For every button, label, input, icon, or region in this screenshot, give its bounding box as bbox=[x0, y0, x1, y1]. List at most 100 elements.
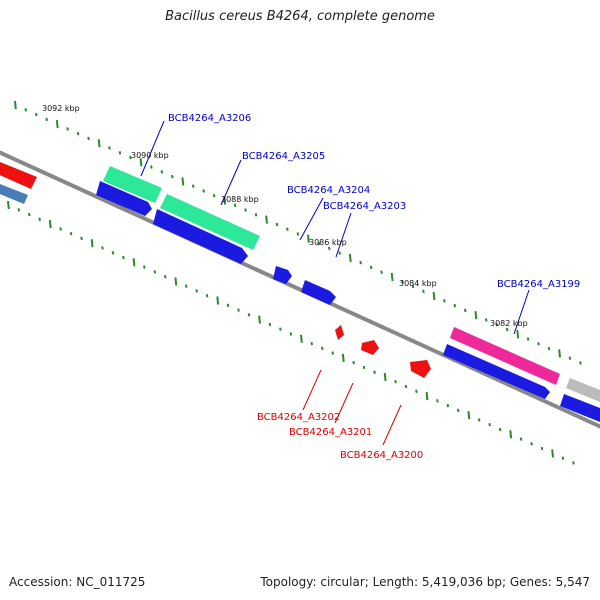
scale-label-3090: 3090 kbp bbox=[131, 151, 169, 160]
minor-tick bbox=[212, 194, 216, 198]
gene-a3200-shape[interactable] bbox=[410, 360, 431, 378]
gene-steel-partial[interactable] bbox=[0, 182, 28, 204]
minor-tick bbox=[568, 356, 572, 360]
minor-tick bbox=[331, 351, 334, 355]
minor-tick bbox=[111, 251, 115, 255]
minor-tick bbox=[237, 308, 240, 312]
major-tick bbox=[383, 372, 387, 382]
gene-a3201-shape[interactable] bbox=[361, 340, 379, 355]
major-tick bbox=[467, 411, 471, 420]
scale-label-3086: 3086 kbp bbox=[309, 238, 347, 247]
major-tick bbox=[307, 234, 310, 243]
gene-a3199-body[interactable] bbox=[450, 327, 560, 385]
label-a3203[interactable]: BCB4264_A3203 bbox=[323, 201, 406, 212]
gene-a3204-shape[interactable] bbox=[273, 266, 292, 284]
gene-blue-2[interactable] bbox=[153, 209, 248, 264]
minor-tick bbox=[160, 170, 164, 174]
major-tick bbox=[132, 258, 136, 267]
minor-tick bbox=[191, 184, 195, 188]
gene-a3206-body[interactable] bbox=[103, 166, 162, 203]
minor-tick bbox=[247, 313, 251, 317]
label-a3199[interactable]: BCB4264_A3199 bbox=[497, 279, 580, 290]
major-tick bbox=[55, 120, 59, 129]
major-tick bbox=[348, 253, 352, 262]
label-a3201[interactable]: BCB4264_A3201 bbox=[289, 427, 372, 438]
leader-lines bbox=[140, 120, 530, 446]
minor-tick bbox=[17, 208, 21, 212]
genome-summary: Topology: circular; Length: 5,419,036 bp… bbox=[260, 575, 590, 589]
major-tick bbox=[516, 330, 520, 339]
gene-a3205-body[interactable] bbox=[160, 194, 260, 250]
minor-tick bbox=[530, 442, 533, 446]
minor-tick bbox=[446, 403, 450, 408]
minor-tick bbox=[34, 112, 38, 117]
minor-tick bbox=[296, 232, 300, 236]
label-a3204[interactable]: BCB4264_A3204 bbox=[287, 185, 370, 196]
major-tick bbox=[265, 215, 268, 224]
minor-tick bbox=[488, 423, 491, 427]
minor-tick bbox=[150, 165, 153, 169]
minor-tick bbox=[80, 236, 83, 241]
minor-tick bbox=[310, 341, 314, 346]
minor-tick bbox=[118, 151, 122, 155]
minor-tick bbox=[69, 231, 73, 236]
minor-tick bbox=[122, 255, 125, 260]
minor-tick bbox=[129, 155, 132, 160]
minor-tick bbox=[87, 136, 90, 141]
minor-tick bbox=[244, 208, 247, 212]
minor-tick bbox=[286, 227, 289, 231]
minor-tick bbox=[394, 380, 397, 384]
label-a3205[interactable]: BCB4264_A3205 bbox=[242, 151, 325, 162]
minor-tick bbox=[38, 217, 41, 222]
major-tick bbox=[551, 449, 554, 458]
minor-tick bbox=[436, 399, 439, 403]
major-tick bbox=[181, 177, 185, 186]
minor-tick bbox=[195, 289, 198, 293]
major-tick bbox=[341, 353, 345, 362]
minor-tick bbox=[561, 456, 565, 460]
minor-tick bbox=[76, 131, 80, 136]
gene-blue-1[interactable] bbox=[96, 181, 152, 216]
major-tick bbox=[139, 158, 143, 167]
minor-tick bbox=[477, 418, 481, 422]
major-tick bbox=[390, 272, 394, 282]
minor-tick bbox=[579, 361, 582, 365]
gene-blue-right[interactable] bbox=[443, 344, 550, 399]
minor-tick bbox=[108, 146, 111, 150]
minor-tick bbox=[24, 108, 28, 112]
label-a3206[interactable]: BCB4264_A3206 bbox=[168, 113, 251, 124]
major-tick bbox=[509, 430, 513, 439]
major-tick bbox=[97, 139, 101, 148]
minor-tick bbox=[59, 227, 62, 231]
label-a3202[interactable]: BCB4264_A3202 bbox=[257, 412, 340, 423]
gene-a3202-shape[interactable] bbox=[335, 325, 344, 340]
minor-tick bbox=[202, 189, 205, 193]
minor-tick bbox=[275, 222, 279, 227]
gene-a3203-shape[interactable] bbox=[301, 280, 336, 305]
minor-tick bbox=[415, 389, 418, 393]
minor-tick bbox=[45, 117, 48, 122]
genome-backbone bbox=[0, 150, 600, 429]
gene-grey-partial[interactable] bbox=[566, 378, 600, 404]
minor-tick bbox=[464, 308, 467, 313]
minor-tick bbox=[505, 327, 509, 332]
gene-blue-partial-right[interactable] bbox=[560, 394, 600, 424]
minor-tick bbox=[401, 280, 404, 284]
scale-label-3084: 3084 kbp bbox=[399, 279, 437, 288]
major-tick bbox=[48, 220, 52, 229]
map-title: Bacillus cereus B4264, complete genome bbox=[165, 9, 435, 24]
minor-tick bbox=[404, 384, 408, 389]
major-tick bbox=[474, 311, 478, 320]
minor-tick bbox=[359, 260, 362, 265]
minor-tick bbox=[254, 213, 258, 217]
scale-label-3088: 3088 kbp bbox=[221, 195, 259, 204]
minor-tick bbox=[27, 212, 31, 217]
label-a3200[interactable]: BCB4264_A3200 bbox=[340, 450, 423, 461]
scale-labels: 3092 kbp 3090 kbp 3088 kbp 3086 kbp 3084… bbox=[42, 104, 528, 328]
minor-tick bbox=[289, 332, 293, 336]
minor-tick bbox=[163, 274, 167, 279]
minor-tick bbox=[268, 322, 272, 327]
gene-red-partial[interactable] bbox=[0, 160, 37, 189]
minor-tick bbox=[484, 318, 488, 322]
